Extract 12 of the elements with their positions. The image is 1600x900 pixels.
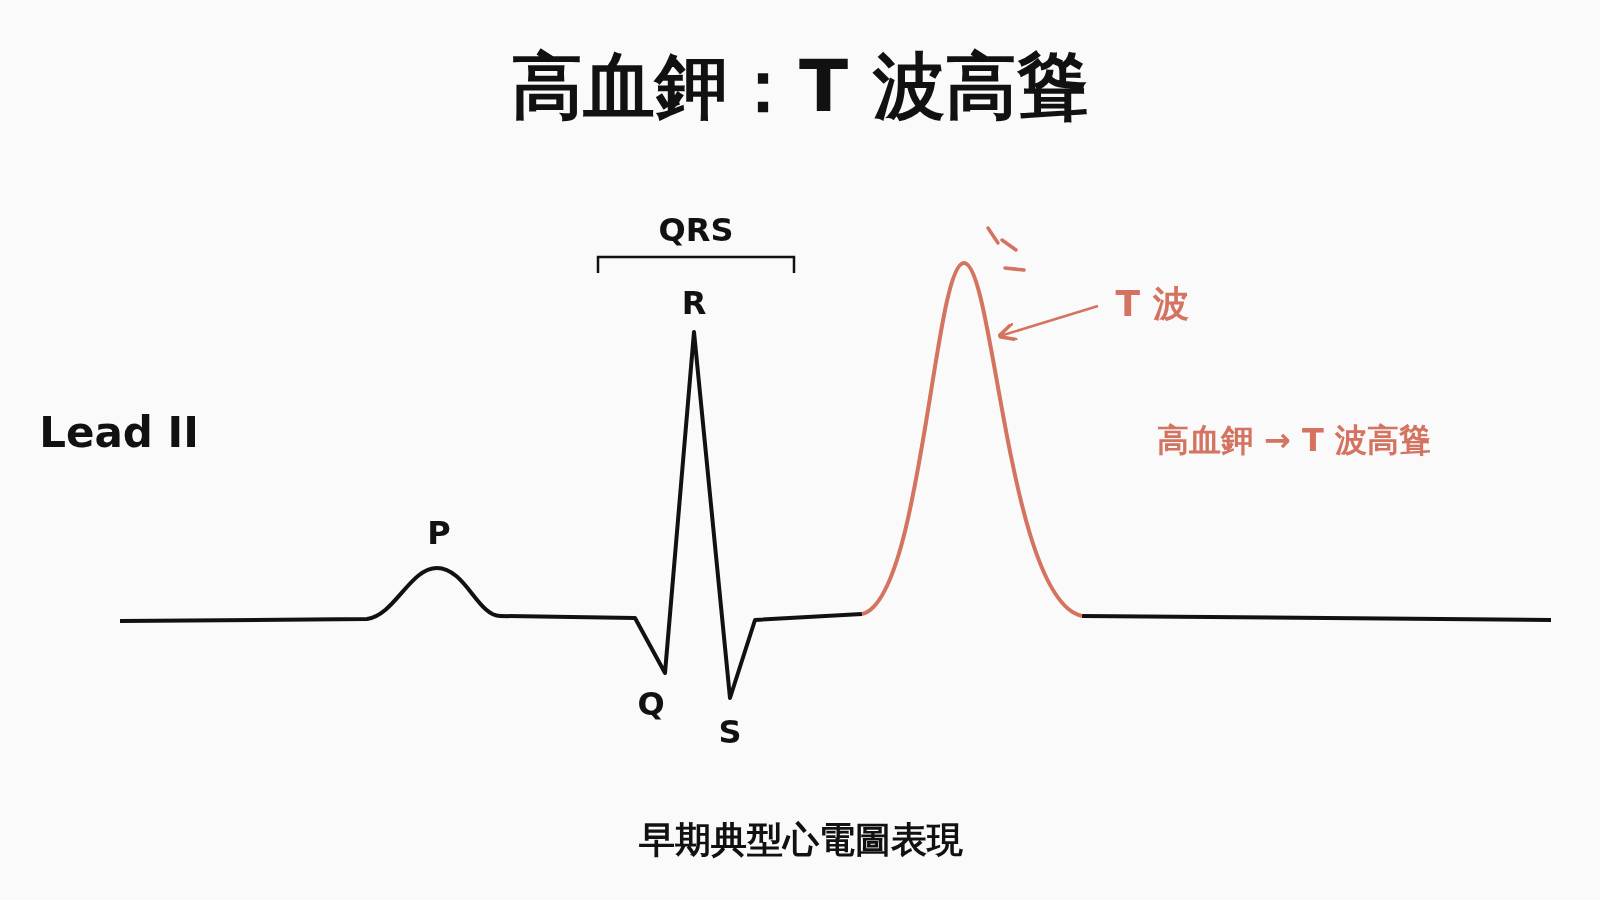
lead-label: Lead II [39, 407, 199, 457]
callout-label: T 波 [1115, 279, 1189, 329]
wave-label: S [718, 713, 742, 751]
wave-label: P [427, 514, 451, 552]
t-wave [860, 261, 1084, 618]
caption: 早期典型心電圖表現 [639, 817, 963, 862]
note: 高血鉀 → T 波高聳 [1156, 420, 1432, 461]
wave-label: Q [637, 685, 665, 723]
leader-arrow [996, 304, 1099, 342]
segment-label: QRS [658, 211, 734, 249]
wave-label: R [681, 284, 707, 322]
title: 高血鉀：T 波高聳 [510, 43, 1090, 130]
